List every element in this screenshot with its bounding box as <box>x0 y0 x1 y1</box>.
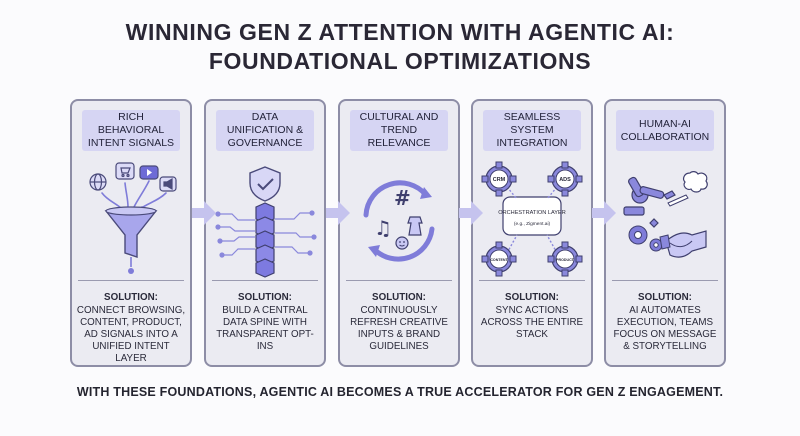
panel-cultural-relevance: CULTURAL AND TREND RELEVANCE # ♫ SOLUTIO… <box>338 99 460 367</box>
solution-text: BUILD A CENTRAL DATA SPINE WITH TRANSPAR… <box>216 305 314 352</box>
panel-divider <box>212 280 318 281</box>
solution-label: SOLUTION: <box>638 292 692 303</box>
panel-divider <box>78 280 184 281</box>
panel-heading: HUMAN-AI COLLABORATION <box>616 110 714 151</box>
solution-label: SOLUTION: <box>505 292 559 303</box>
solution-text: SYNC ACTIONS ACROSS THE ENTIRE STACK <box>480 305 584 340</box>
trend-cycle-icon: # ♫ <box>363 180 435 262</box>
solution-text: CONNECT BROWSING, CONTENT, PRODUCT, AD S… <box>76 305 186 364</box>
page-title: WINNING GEN Z ATTENTION WITH AGENTIC AI:… <box>0 18 800 76</box>
orchestration-title: ORCHESTRATION LAYER <box>498 210 566 216</box>
orchestration-gears-icon: CRM ADS CONTENT PRODUCT ORCHESTRATION LA… <box>481 161 583 277</box>
svg-text:♫: ♫ <box>374 216 392 240</box>
shield-data-spine-icon <box>215 166 317 278</box>
panel-divider <box>612 280 718 281</box>
panel-system-integration: SEAMLESS SYSTEM INTEGRATION <box>471 99 593 367</box>
flow-arrow-icon <box>192 201 216 225</box>
gear-label-product: PRODUCT <box>556 258 575 262</box>
title-line-2: FOUNDATIONAL OPTIMIZATIONS <box>208 48 592 74</box>
panel-divider <box>346 280 452 281</box>
solution-label: SOLUTION: <box>104 292 158 303</box>
panel-heading: DATA UNIFICATION & GOVERNANCE <box>216 110 314 151</box>
panel-solution: SOLUTION: AI AUTOMATES EXECUTION, TEAMS … <box>610 292 720 353</box>
gear-label-content: CONTENT <box>490 258 508 262</box>
panel-solution: SOLUTION: BUILD A CENTRAL DATA SPINE WIT… <box>210 292 320 353</box>
panel-data-unification: DATA UNIFICATION & GOVERNANCE SOLUTION: <box>204 99 326 367</box>
panel-solution: SOLUTION: SYNC ACTIONS ACROSS THE ENTIRE… <box>477 292 587 341</box>
solution-label: SOLUTION: <box>238 292 292 303</box>
title-line-1: WINNING GEN Z ATTENTION WITH AGENTIC AI: <box>125 19 675 45</box>
panel-heading: RICH BEHAVIORAL INTENT SIGNALS <box>82 110 180 151</box>
orchestration-subtitle: (e.g., Zigment.ai) <box>514 221 551 227</box>
panel-solution: SOLUTION: CONTINUOUSLY REFRESH CREATIVE … <box>344 292 454 353</box>
gear-label-ads: ADS <box>559 177 571 183</box>
panel-divider <box>479 280 585 281</box>
flow-arrow-icon <box>592 201 616 225</box>
svg-text:#: # <box>394 186 411 210</box>
gear-label-crm: CRM <box>493 177 506 183</box>
robot-handshake-icon <box>623 171 708 258</box>
footer-statement: WITH THESE FOUNDATIONS, AGENTIC AI BECOM… <box>76 385 724 399</box>
flow-arrow-icon <box>459 201 483 225</box>
funnel-icon <box>89 162 177 274</box>
solution-text: CONTINUOUSLY REFRESH CREATIVE INPUTS & B… <box>350 305 448 352</box>
panel-heading: SEAMLESS SYSTEM INTEGRATION <box>483 110 581 151</box>
solution-label: SOLUTION: <box>372 292 426 303</box>
panel-intent-signals: RICH BEHAVIORAL INTENT SIGNALS S <box>70 99 192 367</box>
flow-arrow-icon <box>326 201 350 225</box>
panel-heading: CULTURAL AND TREND RELEVANCE <box>350 110 448 151</box>
solution-text: AI AUTOMATES EXECUTION, TEAMS FOCUS ON M… <box>613 305 717 352</box>
panel-solution: SOLUTION: CONNECT BROWSING, CONTENT, PRO… <box>76 292 186 365</box>
panel-human-ai-collaboration: HUMAN-AI COLLABORATION SOLUTION: AI AUTO… <box>604 99 726 367</box>
